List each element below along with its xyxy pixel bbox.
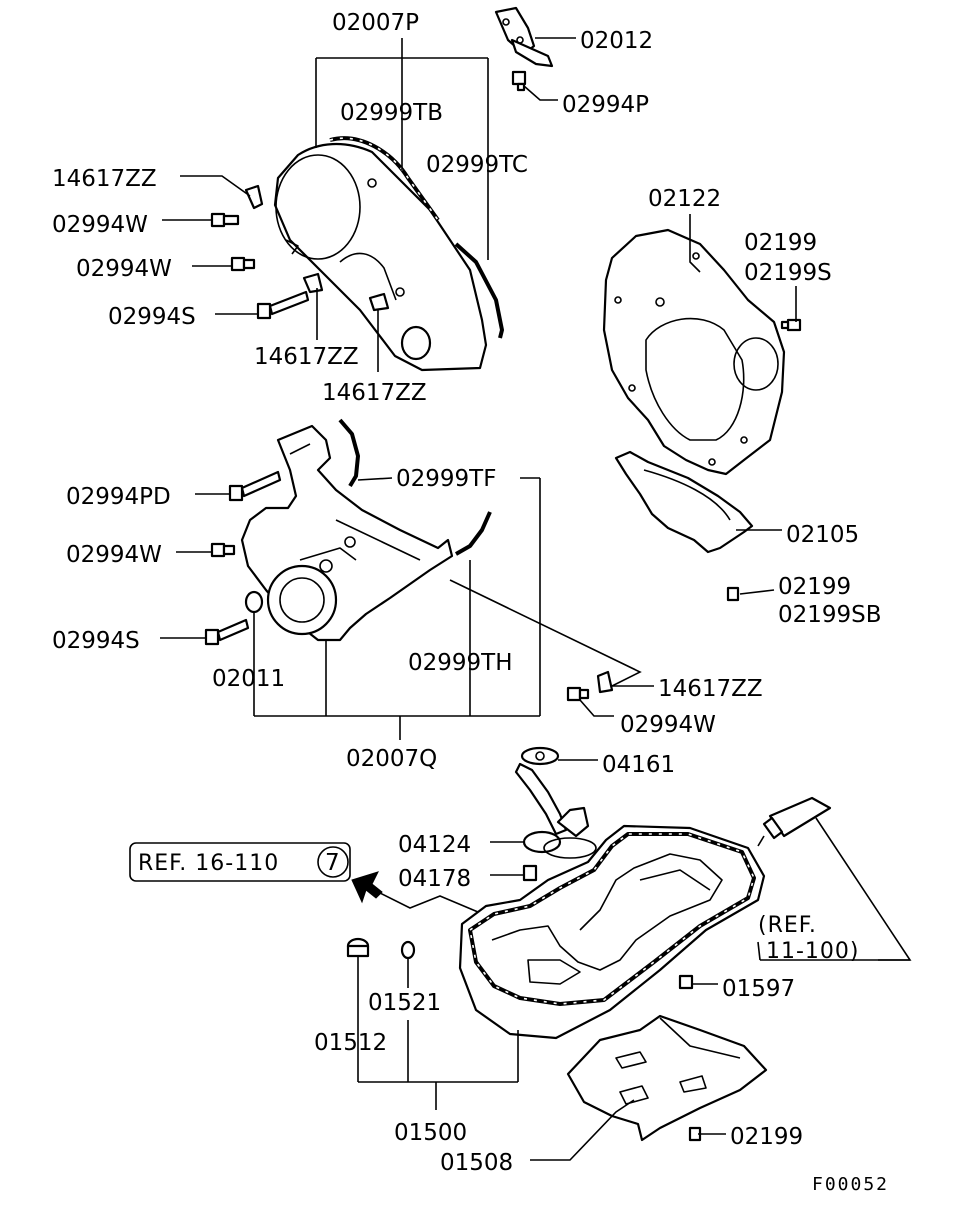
bolt-icon [780, 318, 802, 332]
label-02012: 02012 [580, 28, 653, 54]
ref-box [129, 842, 351, 882]
label-01521: 01521 [368, 990, 441, 1016]
upper-timing-belt-cover [273, 142, 488, 372]
ref-label: (REF. [758, 913, 817, 938]
label-02199: 02199 [744, 230, 817, 256]
baffle-plate-01508 [566, 1014, 768, 1142]
clip-icon [302, 272, 324, 294]
label-14617ZZ: 14617ZZ [254, 344, 359, 370]
sealant-tube-icon [757, 796, 832, 847]
label-01500: 01500 [394, 1120, 467, 1146]
clip-icon [596, 670, 614, 694]
bracket-02012 [494, 6, 554, 68]
bolt-icon [210, 212, 240, 228]
bolt-icon [204, 618, 250, 646]
bolt-icon [522, 864, 538, 882]
label-02199S: 02199S [744, 260, 832, 286]
bolt-icon [566, 686, 590, 702]
label-02994PD: 02994PD [66, 484, 171, 510]
label-02999TF: 02999TF [396, 466, 496, 492]
bolt-icon [678, 974, 694, 990]
o-ring-02011 [244, 590, 264, 614]
label-02105: 02105 [786, 522, 859, 548]
label-02007Q: 02007Q [346, 746, 437, 772]
label-14617ZZ: 14617ZZ [658, 676, 763, 702]
lower-timing-belt-cover [240, 424, 454, 642]
label-02994W: 02994W [52, 212, 148, 238]
plate-02105 [614, 450, 754, 554]
ref-number-circle [317, 846, 349, 878]
leader-lines [160, 37, 912, 1161]
ref-label: REF. 16-110 [138, 851, 279, 876]
label-01597: 01597 [722, 976, 795, 1002]
seal-02999TC [454, 242, 504, 339]
label-14617ZZ: 14617ZZ [322, 380, 427, 406]
label-02011: 02011 [212, 666, 285, 692]
figure-code: F00052 [812, 1174, 889, 1195]
label-02994W: 02994W [76, 256, 172, 282]
clip-icon [244, 184, 264, 210]
bolt-icon [511, 70, 527, 92]
bolt-icon [228, 470, 282, 502]
bolt-icon [230, 256, 256, 272]
bolt-icon [256, 290, 310, 320]
label-02994P: 02994P [562, 92, 649, 118]
label-02122: 02122 [648, 186, 721, 212]
label-02199: 02199 [778, 574, 851, 600]
seal-02999TF [338, 418, 360, 488]
bolt-icon [210, 542, 236, 558]
label-02999TB: 02999TB [340, 100, 443, 126]
drain-plug-01512 [346, 937, 370, 958]
label-04124: 04124 [398, 832, 471, 858]
oil-pan-01500 [458, 824, 766, 1040]
label-02199: 02199 [730, 1124, 803, 1150]
label-02999TC: 02999TC [426, 152, 528, 178]
label-02199SB: 02199SB [778, 602, 882, 628]
oil-strainer-04124 [514, 762, 597, 859]
label-02994S: 02994S [108, 304, 196, 330]
label-02999TH: 02999TH [408, 650, 513, 676]
ref-number: 7 [325, 850, 340, 876]
clip-icon [368, 292, 390, 312]
seal-02999TH [455, 511, 492, 556]
label-02994S: 02994S [52, 628, 140, 654]
label-01508: 01508 [440, 1150, 513, 1176]
label-01512: 01512 [314, 1030, 387, 1056]
label-02994W: 02994W [620, 712, 716, 738]
label-14617ZZ: 14617ZZ [52, 166, 157, 192]
gasket-04161 [520, 746, 560, 766]
gasket-01521 [400, 940, 416, 960]
label-02994W: 02994W [66, 542, 162, 568]
ref-label: 11-100) [766, 939, 860, 964]
rear-plate-02122 [602, 228, 786, 476]
label-04161: 04161 [602, 752, 675, 778]
label-04178: 04178 [398, 866, 471, 892]
label-02007P: 02007P [332, 10, 419, 36]
bolt-icon [726, 586, 740, 602]
arrow-icon [351, 871, 383, 904]
